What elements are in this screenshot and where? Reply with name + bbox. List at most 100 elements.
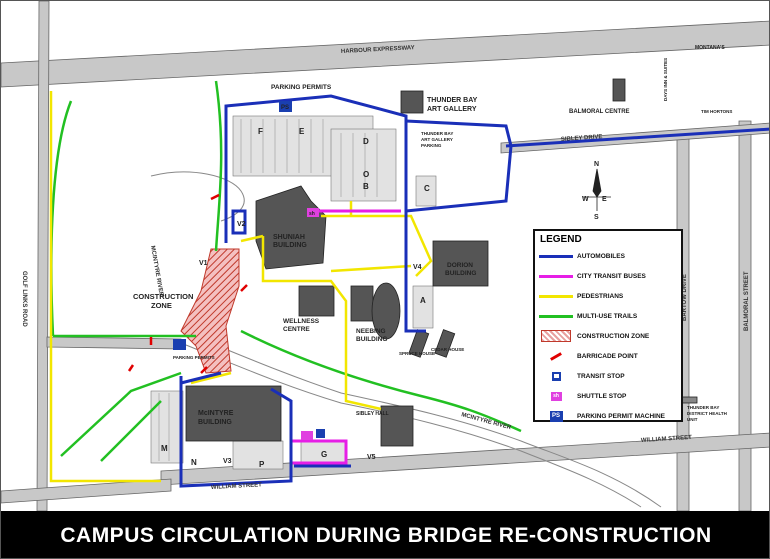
montanas-label: MONTANA'S: [695, 45, 725, 51]
oliver-road: [46, 336, 182, 350]
sibley-hall-shape: [380, 405, 414, 447]
art-gallery-building: [400, 90, 424, 114]
balmoral-street-label: BALMORAL STREET: [744, 271, 750, 331]
legend-item-permit-machine: PS PARKING PERMIT MACHINE: [535, 406, 681, 426]
lot-e: E: [299, 127, 305, 136]
mcintyre-building-label-1: McINTYRE: [198, 410, 234, 417]
legend-item-transit-buses: CITY TRANSIT BUSES: [535, 266, 681, 286]
lot-m: M: [161, 444, 168, 453]
shuniah-building-shape: [255, 185, 327, 270]
lot-o: O: [363, 170, 369, 179]
marker-v4: V4: [413, 264, 422, 271]
parking-permits-bottom-label: PARKING PERMITS: [173, 355, 215, 360]
days-inn-label: DAYS INN & SUITES: [663, 58, 668, 101]
barricade-icon: [550, 351, 562, 361]
compass-rose: [583, 168, 611, 211]
cedar-house-label: CEDAR HOUSE: [431, 347, 464, 352]
lot-p: P: [259, 460, 265, 469]
transit-stop-icon: [316, 429, 325, 438]
golf-links-road: [36, 1, 50, 511]
marker-v5: V5: [367, 454, 376, 461]
harbour-expressway: [1, 20, 769, 88]
neebing-dome: [371, 282, 401, 340]
compass-n: N: [594, 161, 599, 168]
shuttle-stop-icon-south: [301, 431, 313, 440]
harbour-expressway-label: HARBOUR EXPRESSWAY: [341, 45, 415, 55]
neebing-building-label-2: BUILDING: [356, 336, 387, 343]
sibley-hall-label: SIBLEY HALL: [356, 411, 389, 417]
neebing-building-label-1: NEEBING: [356, 328, 386, 335]
cedar-house-shape: [434, 329, 456, 358]
compass-w: W: [582, 196, 589, 203]
automobile-routes: [179, 94, 769, 488]
barricade-points: [127, 193, 248, 374]
construction-zone-label-1: CONSTRUCTION: [133, 292, 193, 301]
dorion-building-label-1: DORION: [447, 262, 473, 269]
art-gallery-label-1: THUNDER BAY: [427, 97, 478, 104]
golf-links-road-label: GOLF LINKS ROAD: [21, 271, 27, 327]
mcintyre-building-shape: [185, 385, 282, 442]
tim-hortons-label: TIM HORTONS: [701, 109, 732, 114]
compass-e: E: [602, 196, 607, 203]
balmoral-building: [612, 78, 626, 102]
pedestrians-line-icon: [539, 294, 573, 298]
shuttle-stop-text: sh: [309, 211, 315, 217]
dorion-building-label-2: BUILDING: [445, 270, 476, 277]
balmoral-centre-label: BALMORAL CENTRE: [569, 109, 630, 115]
permit-machine-icon-south: [173, 339, 186, 350]
legend-item-transit-stop: TRANSIT STOP: [535, 366, 681, 386]
spruce-house-label: SPRUCE HOUSE: [399, 351, 435, 356]
shuttle-stop-icon: sh: [550, 391, 562, 401]
legend: LEGEND AUTOMOBILES CITY TRANSIT BUSES PE…: [533, 229, 683, 422]
art-gallery-parking-label: THUNDER BAY: [421, 131, 453, 136]
map-title: CAMPUS CIRCULATION DURING BRIDGE RE-CONS…: [1, 511, 769, 558]
lot-g: G: [321, 450, 327, 459]
lot-f: F: [258, 127, 263, 136]
marker-v1: V1: [199, 260, 208, 267]
construction-zone-area: [180, 248, 240, 374]
roads: [1, 1, 769, 511]
wellness-centre-label-1: WELLNESS: [283, 318, 320, 325]
construction-zone-icon: [541, 330, 571, 342]
lot-d: D: [363, 137, 369, 146]
legend-item-pedestrians: PEDESTRIANS: [535, 286, 681, 306]
marker-v3: V3: [223, 458, 232, 465]
legend-item-construction-zone: CONSTRUCTION ZONE: [535, 326, 681, 346]
mcintyre-building-label-2: BUILDING: [198, 419, 232, 426]
lot-c: C: [424, 184, 430, 193]
legend-title: LEGEND: [540, 234, 582, 245]
pedestrian-routes: [49, 91, 433, 483]
shuniah-building-label-2: BUILDING: [273, 242, 307, 249]
lot-b: B: [363, 182, 369, 191]
william-street-west: [1, 478, 172, 504]
transit-buses-line-icon: [539, 274, 573, 278]
map-canvas: sh PS N S E W HARBOUR EXPRESSWAY GOLF LI…: [1, 1, 769, 511]
parking-permits-top-label: PARKING PERMITS: [271, 84, 332, 91]
mcintyre-river: [150, 171, 662, 508]
legend-item-barricade: BARRICADE POINT: [535, 346, 681, 366]
legend-item-trails: MULTI-USE TRAILS: [535, 306, 681, 326]
neebing-building-shape: [350, 285, 374, 322]
permit-machine-icon: PS: [549, 410, 563, 422]
lot-n: N: [191, 458, 197, 467]
dorion-building-shape: [432, 240, 489, 287]
legend-item-shuttle-stop: sh SHUTTLE STOP: [535, 386, 681, 406]
balmoral-street: [738, 120, 752, 511]
shuttle-stop-icon: [307, 208, 319, 217]
trails-line-icon: [539, 314, 573, 318]
mcintyre-river-label-top: MCINTYRE RIVER: [149, 245, 164, 297]
sibley-drive-label: SIBLEY DRIVE: [561, 134, 603, 143]
health-unit-label-1: THUNDER BAY: [687, 405, 719, 410]
compass-s: S: [594, 214, 599, 221]
health-unit-label-3: UNIT: [687, 417, 698, 422]
william-street-label: WILLIAM STREET: [641, 435, 693, 444]
art-gallery-label-2: ART GALLERY: [427, 106, 477, 113]
buildings: [185, 78, 698, 447]
william-street-west-label: WILLIAM STREET: [211, 482, 263, 491]
bartow-drive-label: BARTOW DRIVE: [682, 274, 688, 321]
transit-stop-icon: [551, 371, 561, 381]
construction-zone-label-2: ZONE: [151, 301, 172, 310]
marker-v2: V2: [237, 221, 246, 228]
lot-a: A: [420, 296, 426, 305]
